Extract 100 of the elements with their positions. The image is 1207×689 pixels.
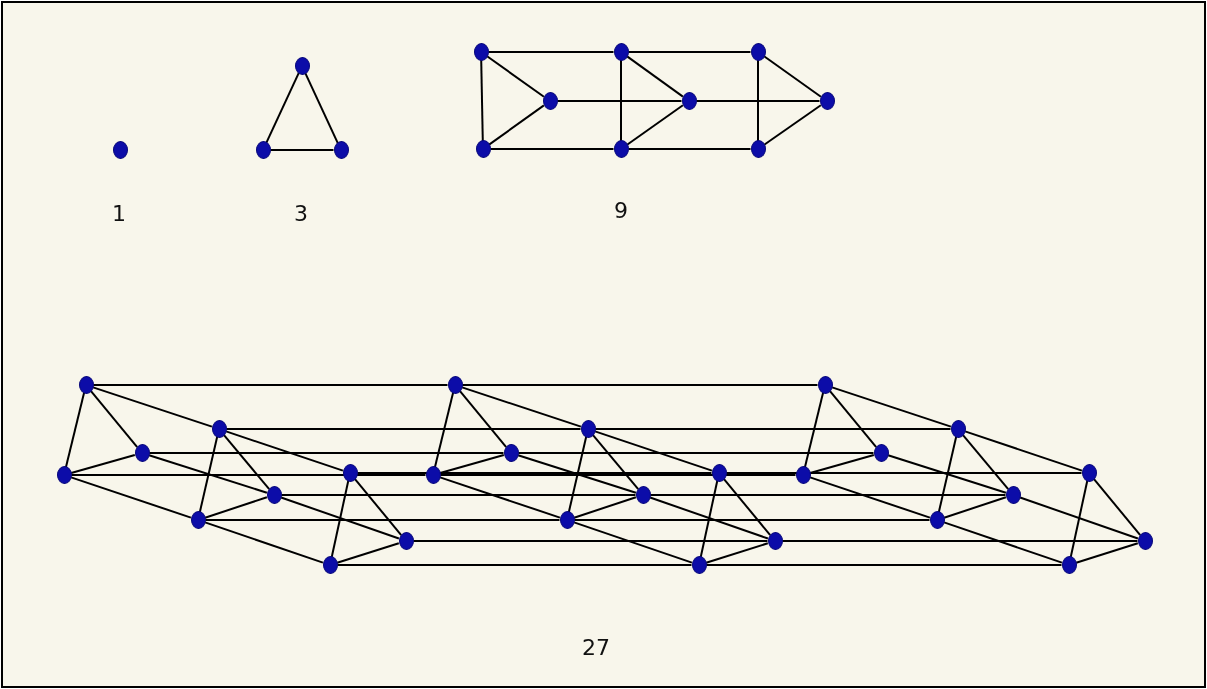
graph-order-label: 9 (614, 200, 628, 222)
graph-edge (763, 104, 822, 146)
vertex-dot (425, 466, 441, 484)
vertex-dot (711, 464, 727, 482)
graph-edge (304, 71, 339, 145)
graph-edge (461, 384, 819, 386)
graph-edge (433, 391, 455, 469)
vertex-dot (817, 376, 833, 394)
graph-edge (336, 564, 693, 566)
vertex-dot (580, 420, 596, 438)
graph-edge (705, 542, 769, 564)
vertex-dot (691, 556, 707, 574)
vertex-dot (929, 511, 945, 529)
graph-edge (280, 494, 637, 496)
graph-edge (809, 476, 931, 519)
graph-edge (280, 496, 400, 540)
vertex-dot (112, 141, 128, 159)
graph-edge (757, 58, 759, 143)
graph-edge (225, 428, 582, 430)
vertex-dot (819, 92, 835, 110)
graph-edge (198, 435, 219, 514)
graph-edge (92, 386, 213, 428)
graph-edge (573, 519, 931, 521)
vertex-dot (613, 43, 629, 61)
graph-edge (649, 494, 1007, 496)
graph-edge (626, 104, 684, 146)
vertex-dot (134, 444, 150, 462)
vertex-dot (211, 420, 227, 438)
graph-edge (265, 71, 300, 145)
graph-edge (488, 104, 545, 146)
graph-edge (1092, 477, 1142, 537)
graph-edge (148, 454, 268, 494)
graph-edge (556, 100, 683, 102)
graph-edge (517, 454, 637, 494)
graph-edge (828, 389, 878, 449)
vertex-dot (56, 466, 72, 484)
graph-edge (356, 472, 713, 474)
graph-edge (353, 477, 403, 537)
graph-edge (699, 479, 719, 559)
graph-edge (620, 58, 622, 143)
vertex-dot (322, 556, 338, 574)
graph-edge (627, 148, 752, 150)
vertex-dot (255, 141, 271, 159)
vertex-dot (750, 43, 766, 61)
vertex-dot (795, 466, 811, 484)
graph-edge (781, 540, 1139, 542)
graph-edge (517, 452, 875, 454)
graph-order-label: 3 (294, 203, 308, 225)
vertex-dot (635, 486, 651, 504)
graph-edge (480, 58, 484, 143)
graph-order-label: 1 (112, 203, 126, 225)
graph-edge (64, 391, 86, 469)
vertex-dot (750, 140, 766, 158)
graph-edge (336, 542, 400, 564)
vertex-dot (78, 376, 94, 394)
graph-edge (705, 564, 1063, 566)
graph-edge (461, 386, 582, 428)
vertex-dot (190, 511, 206, 529)
graph-edge (70, 454, 136, 474)
graph-edge (330, 479, 350, 559)
graph-edge (487, 51, 615, 53)
vertex-dot (398, 532, 414, 550)
graph-edge (722, 477, 772, 537)
graph-edge (439, 474, 797, 476)
graph-edge (943, 496, 1007, 519)
graph-edge (594, 430, 713, 472)
graph-edge (695, 100, 821, 102)
graph-edge (809, 454, 875, 474)
vertex-dot (767, 532, 783, 550)
vertex-dot (542, 92, 558, 110)
vertex-dot (613, 140, 629, 158)
graph-edge (1019, 496, 1139, 540)
vertex-dot (559, 511, 575, 529)
graph-edge (92, 384, 449, 386)
graph-edge (148, 452, 505, 454)
graph-order-label: 27 (582, 637, 610, 659)
graph-edge (489, 148, 615, 150)
graph-edge (486, 55, 545, 98)
vertex-dot (266, 486, 282, 504)
vertex-dot (1061, 556, 1077, 574)
graph-edge (412, 540, 769, 542)
graph-edge (222, 433, 271, 491)
graph-edge (725, 472, 1083, 474)
graph-edge (70, 476, 192, 519)
graph-edge (591, 433, 640, 491)
graph-edge (887, 454, 1007, 494)
vertex-dot (333, 141, 349, 159)
graph-edge (269, 149, 335, 151)
vertex-dot (503, 444, 519, 462)
graph-edge (70, 474, 427, 476)
graph-edge (573, 521, 693, 564)
vertex-dot (475, 140, 491, 158)
vertex-dot (1005, 486, 1021, 504)
graph-edge (964, 430, 1083, 472)
graph-edge (439, 454, 505, 474)
vertex-dot (681, 92, 697, 110)
graph-edge (458, 389, 508, 449)
graph-edge (961, 433, 1010, 491)
vertex-dot (294, 57, 310, 75)
graph-edge (204, 519, 561, 521)
